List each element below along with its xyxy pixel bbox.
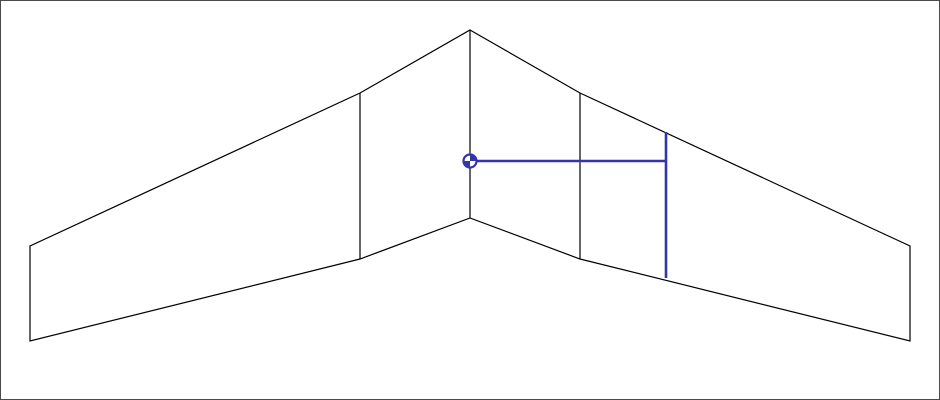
cg-marker-icon (462, 153, 478, 169)
